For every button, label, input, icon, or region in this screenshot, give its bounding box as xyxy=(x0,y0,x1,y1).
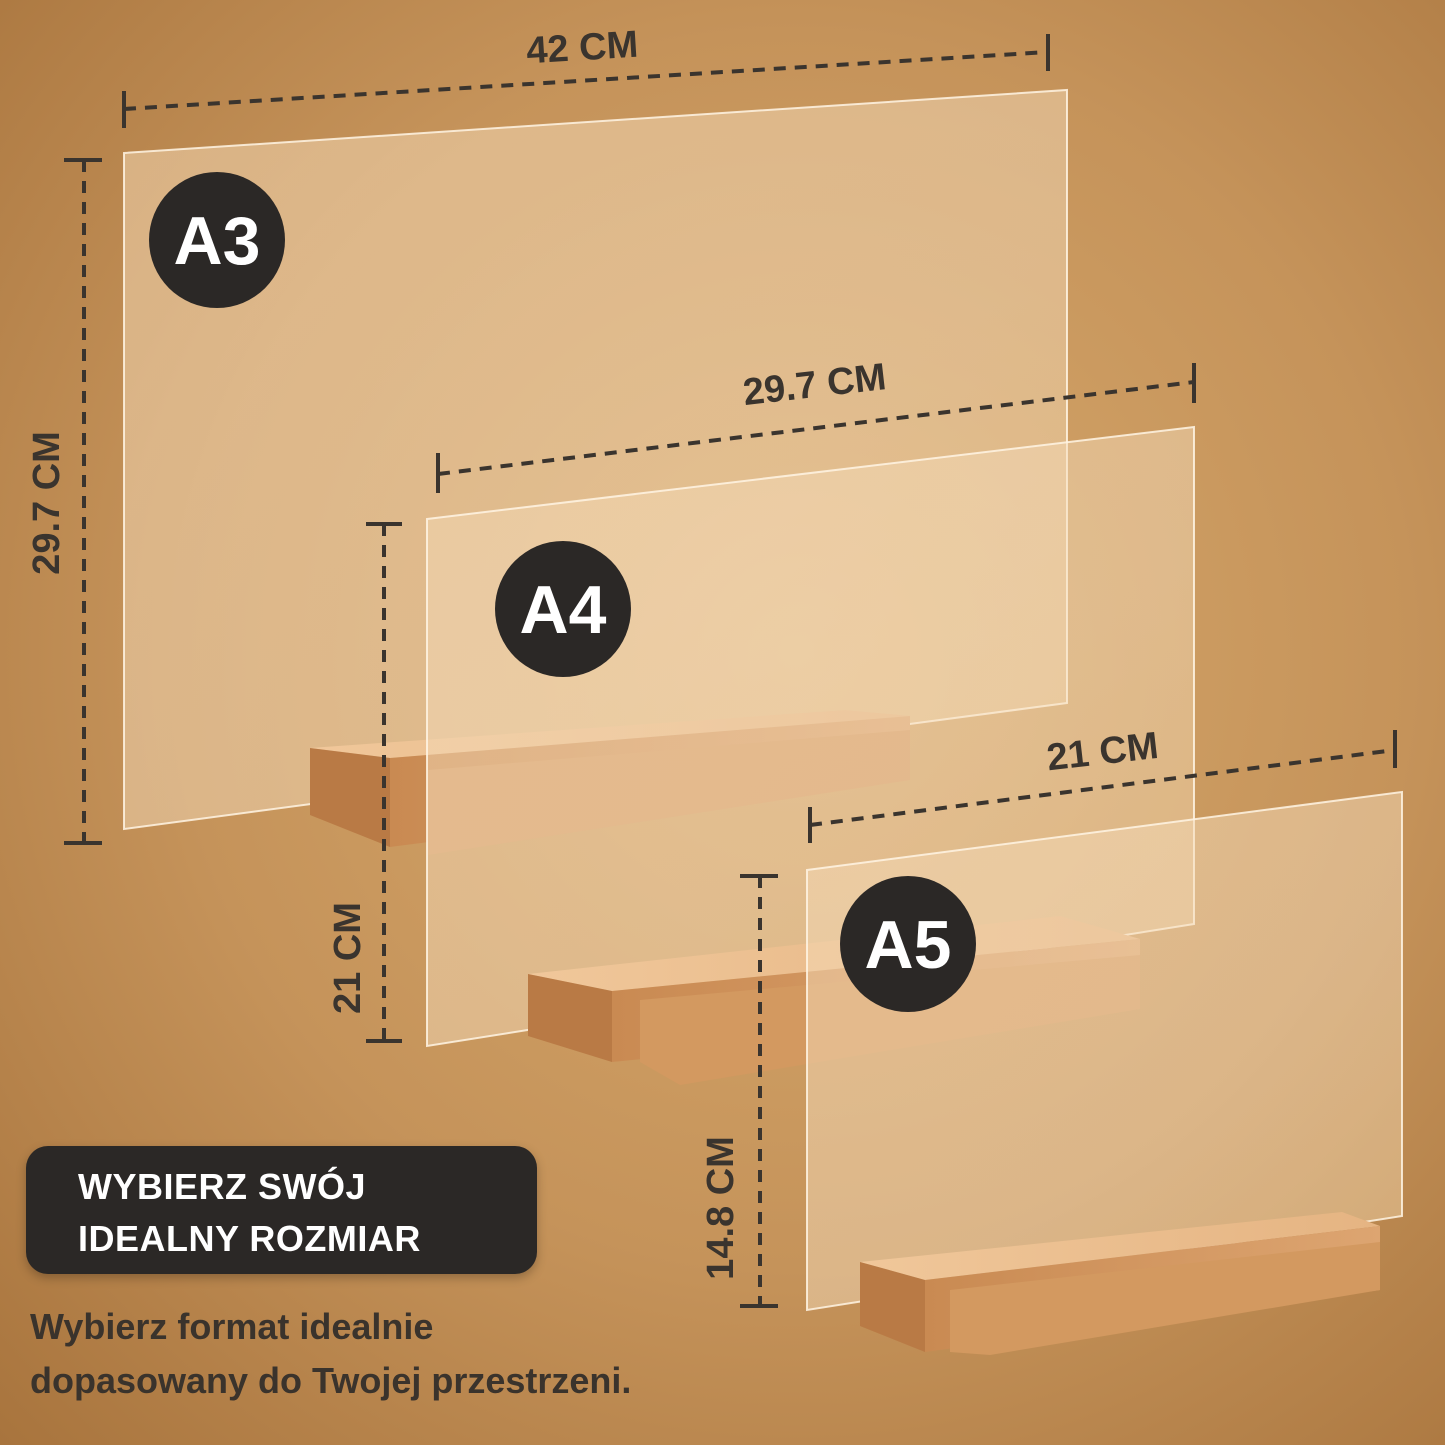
a5-height-dimension xyxy=(740,874,778,1308)
a5-badge-label: A5 xyxy=(865,907,952,983)
a3-width-label: 42 CM xyxy=(525,24,639,73)
description-line-1: Wybierz format idealnie xyxy=(30,1306,434,1347)
a5-sign: 21 CM 14.8 CM A5 xyxy=(700,725,1403,1355)
a4-height-dimension xyxy=(366,522,402,1043)
a5-height-label: 14.8 CM xyxy=(700,1136,742,1280)
a5-wood-base xyxy=(860,1212,1380,1355)
choose-size-banner-line-1: WYBIERZ SWÓJ xyxy=(78,1166,367,1207)
a4-badge xyxy=(495,541,631,677)
a4-badge-label: A4 xyxy=(520,572,607,648)
a3-height-label: 29.7 CM xyxy=(26,431,68,575)
choose-size-banner-line-2: IDEALNY ROZMIAR xyxy=(78,1218,421,1259)
description-line-2: dopasowany do Twojej przestrzeni. xyxy=(30,1360,632,1401)
a5-badge xyxy=(840,876,976,1012)
a4-height-label: 21 CM xyxy=(327,902,369,1014)
a5-width-dimension xyxy=(808,730,1397,843)
a3-badge-label: A3 xyxy=(174,203,261,279)
choose-size-banner: WYBIERZ SWÓJ IDEALNY ROZMIAR xyxy=(26,1146,537,1274)
a4-width-dimension xyxy=(436,363,1196,493)
a3-badge xyxy=(149,172,285,308)
a3-width-dimension xyxy=(122,34,1050,128)
a3-height-dimension xyxy=(64,158,102,845)
